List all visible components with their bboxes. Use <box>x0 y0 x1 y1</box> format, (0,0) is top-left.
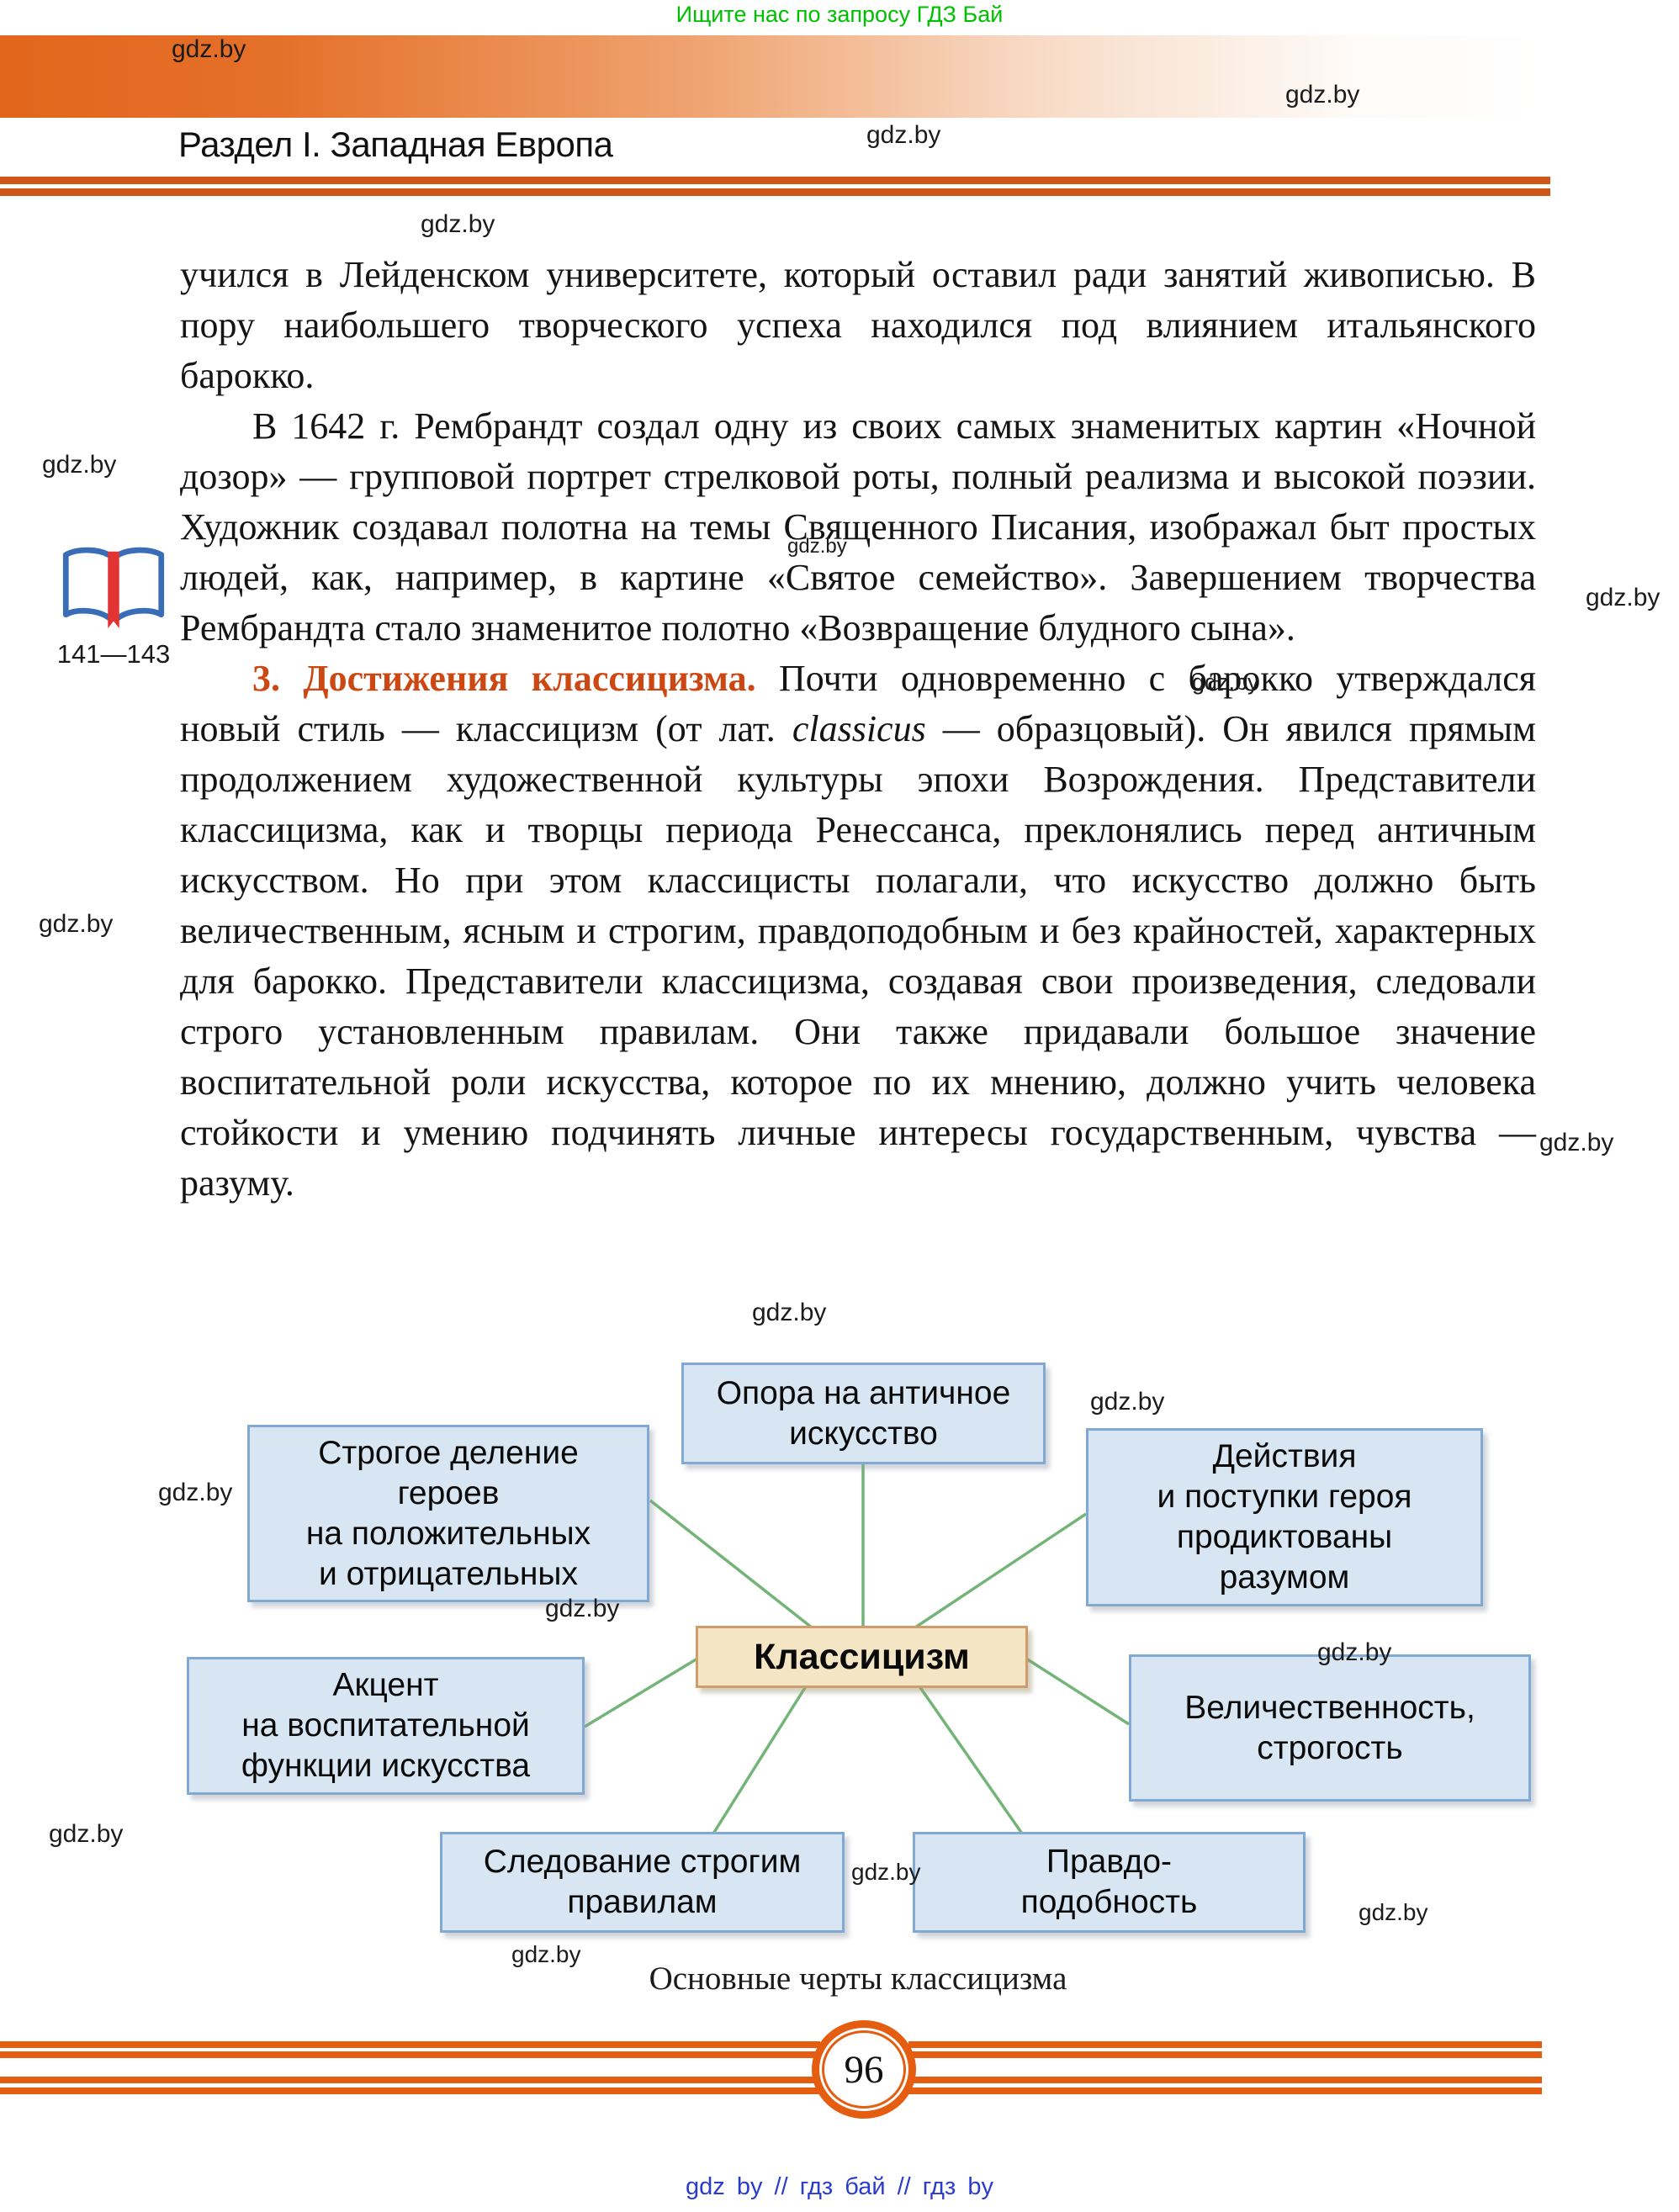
diagram-node-pravdo: Правдо- подобность <box>913 1832 1306 1933</box>
watermark-gdz: gdz.by <box>39 910 114 938</box>
section-title: Раздел I. Западная Европа <box>178 124 613 164</box>
page-badge-inner-ring <box>822 2030 906 2109</box>
watermark-gdz: gdz.by <box>1539 1129 1614 1156</box>
margin-book-reference: 141—143 <box>42 547 185 669</box>
diagram-node-deistviya: Действия и поступки героя продиктованы р… <box>1086 1428 1483 1606</box>
watermark-gdz: gdz.by <box>752 1299 827 1326</box>
watermark-gdz: gdz.by <box>42 451 117 479</box>
watermark-gdz: gdz.by <box>511 1941 581 1967</box>
header-gradient-bar <box>0 35 1542 118</box>
footer-stripe <box>0 2041 820 2048</box>
footer-stripe <box>908 2077 1542 2083</box>
diagram-node-center: Классицизм <box>696 1626 1028 1688</box>
watermark-gdz: gdz.by <box>1586 584 1660 611</box>
watermark-gdz: gdz.by <box>787 535 847 558</box>
paragraph-3: 3. Достижения классицизма. Почти одновре… <box>180 654 1536 1209</box>
body-text: учился в Лейденском университете, которы… <box>180 250 1536 1209</box>
watermark-gdz: gdz.by <box>866 121 941 149</box>
paragraph-2: В 1642 г. Рембрандт создал одну из своих… <box>180 405 1536 648</box>
promo-banner: Ищите нас по запросу ГДЗ Бай <box>675 2 1004 27</box>
watermark-gdz: gdz.by <box>545 1595 620 1622</box>
diagram-node-sledovanie: Следование строгим правилам <box>440 1832 845 1933</box>
diagram-node-akcent: Акцент на воспитательной функции искусст… <box>187 1657 585 1795</box>
paragraph-1: учился в Лейденском университете, которы… <box>180 254 1536 396</box>
watermark-gdz: gdz.by <box>172 35 246 63</box>
footer-stripe <box>0 2077 820 2083</box>
header-rule-top <box>0 177 1550 184</box>
watermark-gdz: gdz.by <box>1192 669 1259 695</box>
footer-stripe <box>0 2088 820 2094</box>
diagram-caption: Основные черты классицизма <box>649 1961 1067 1997</box>
footer-stripe <box>908 2088 1542 2094</box>
page-number-badge: 96 <box>812 2020 916 2119</box>
footer-stripe <box>908 2051 1542 2058</box>
latin-term: classicus <box>792 708 926 749</box>
diagram-node-opora: Опора на античное искусство <box>681 1363 1046 1464</box>
footer-stripe <box>908 2041 1542 2048</box>
pages-ref: 141—143 <box>56 639 171 669</box>
page-number: 96 <box>844 2047 884 2092</box>
footer-stripe <box>0 2051 820 2058</box>
watermark-gdz: gdz.by <box>1359 1899 1428 1925</box>
watermark-gdz: gdz.by <box>49 1820 124 1848</box>
watermark-gdz: gdz.by <box>851 1859 921 1885</box>
open-book-icon <box>42 547 185 631</box>
watermark-gdz: gdz.by <box>1285 81 1360 108</box>
diagram-node-velich: Величественность, строгость <box>1129 1654 1531 1802</box>
header-rule-bottom <box>0 188 1550 196</box>
watermark-gdz: gdz.by <box>1090 1388 1165 1416</box>
diagram-node-strogoe: Строгое деление героев на положительных … <box>247 1425 649 1602</box>
section-heading: 3. Достижения классицизма. <box>252 658 756 699</box>
watermark-gdz: gdz.by <box>421 210 495 238</box>
watermark-gdz: gdz.by <box>158 1479 233 1506</box>
footer-links: gdz by // гдз бай // гдз by <box>686 2173 993 2200</box>
paragraph-3-text: Почти одновременно с барокко утверждался… <box>180 658 1536 749</box>
watermark-gdz: gdz.by <box>1317 1638 1392 1666</box>
paragraph-3-text-cont: — образцовый). Он явился прямым продолже… <box>180 708 1536 1204</box>
